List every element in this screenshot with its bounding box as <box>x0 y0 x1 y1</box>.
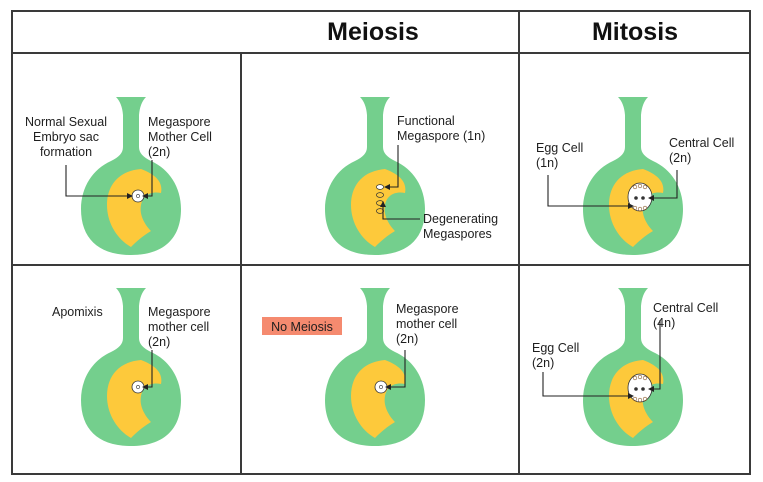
label-ploidy-1n: (1n) <box>536 156 558 170</box>
label-megaspores: Megaspores <box>423 227 492 241</box>
grid-lines <box>11 10 751 475</box>
cell-r2c3: Egg Cell (2n) Central Cell (4n) <box>532 288 718 446</box>
table-border <box>11 10 751 475</box>
ovule-illustration <box>583 97 683 255</box>
label-mother-cell: mother cell <box>148 320 209 334</box>
label-degenerating: Degenerating <box>423 212 498 226</box>
label-megaspore: Megaspore <box>148 115 211 129</box>
label-ploidy-2n: (2n) <box>532 356 554 370</box>
no-meiosis-label: No Meiosis <box>271 320 333 334</box>
label-mother-cell: Mother Cell <box>148 130 212 144</box>
cell-r2c1: Apomixis Megaspore mother cell (2n) <box>52 288 211 446</box>
label-megaspore: Megaspore <box>148 305 211 319</box>
functional-megaspore <box>376 184 384 190</box>
degenerating-megaspore <box>376 208 384 214</box>
nucleus-icon <box>379 385 383 389</box>
antipodal-cells <box>632 183 648 212</box>
nucleus-icon <box>136 385 140 389</box>
egg-cell <box>634 196 638 200</box>
label-ploidy-2n: (2n) <box>148 145 170 159</box>
label-normal-sexual: Normal Sexual <box>25 115 107 129</box>
cell-r2c2: No Meiosis Megaspore mother cell (2n) <box>262 288 459 446</box>
meiosis-header: Meiosis <box>327 18 419 46</box>
label-ploidy-2n: (2n) <box>669 151 691 165</box>
egg-cell <box>634 387 638 391</box>
label-ploidy-2n: (2n) <box>396 332 418 346</box>
label-central-cell: Central Cell <box>653 301 718 315</box>
label-mother-cell: mother cell <box>396 317 457 331</box>
mitosis-header: Mitosis <box>592 18 678 46</box>
label-embryo-sac: Embryo sac <box>33 130 99 144</box>
central-cell <box>641 196 645 200</box>
label-functional-megaspore: Megaspore (1n) <box>397 129 485 143</box>
label-megaspore: Megaspore <box>396 302 459 316</box>
label-functional: Functional <box>397 114 455 128</box>
label-formation: formation <box>40 145 92 159</box>
cell-r1c2: Functional Megaspore (1n) Degenerating M… <box>325 97 498 255</box>
label-apomixis: Apomixis <box>52 305 103 319</box>
no-meiosis-badge <box>262 317 342 335</box>
label-ploidy-4n: (4n) <box>653 316 675 330</box>
degenerating-megaspore <box>376 192 384 198</box>
central-cell <box>641 387 645 391</box>
cell-r1c1: Normal Sexual Embryo sac formation Megas… <box>25 97 212 255</box>
nucleus-icon <box>136 194 140 198</box>
label-ploidy-2n: (2n) <box>148 335 170 349</box>
cell-r1c3: Egg Cell (1n) Central Cell (2n) <box>536 97 734 255</box>
label-egg-cell: Egg Cell <box>536 141 583 155</box>
label-egg-cell: Egg Cell <box>532 341 579 355</box>
label-central-cell: Central Cell <box>669 136 734 150</box>
embryo-sac-mature <box>627 373 653 403</box>
antipodal-cells <box>632 374 648 403</box>
